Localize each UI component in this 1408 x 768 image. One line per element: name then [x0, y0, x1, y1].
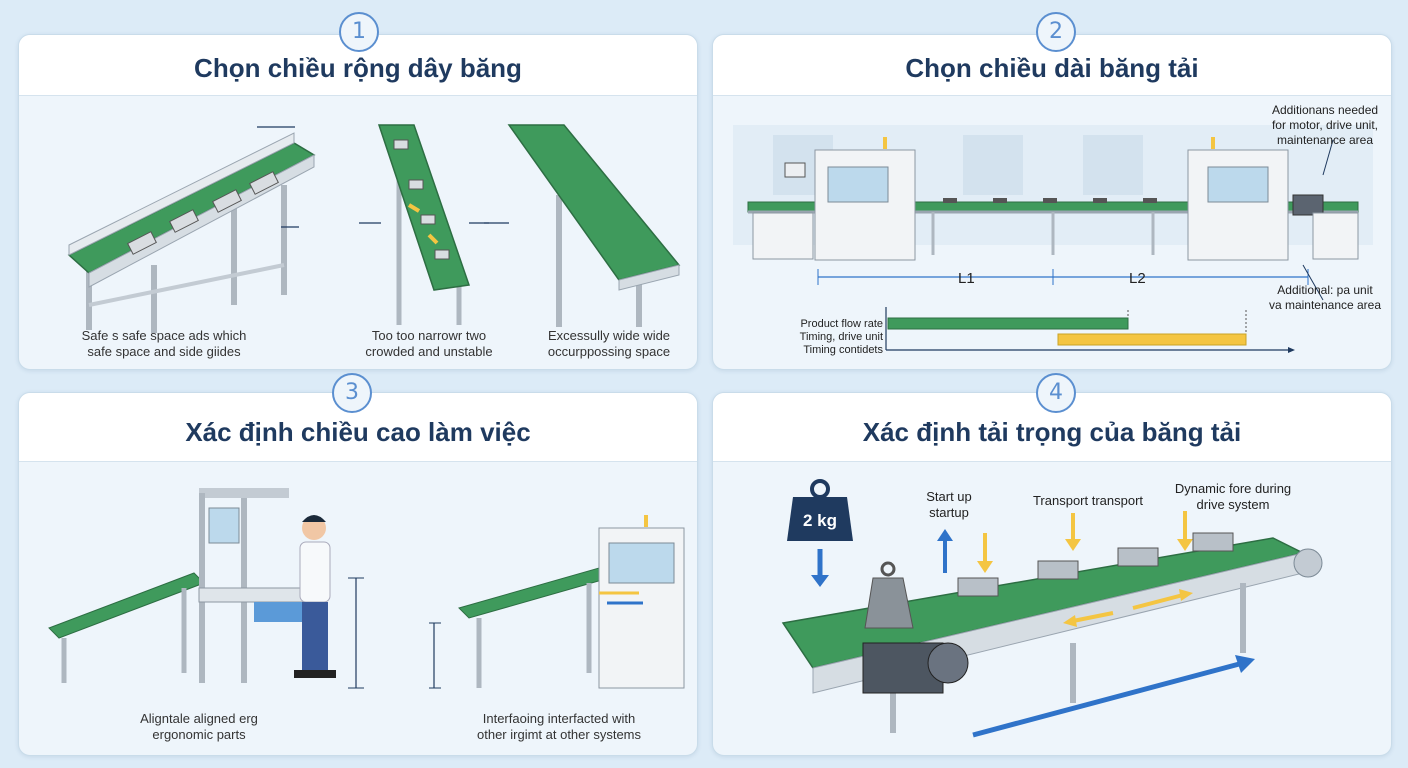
callout-line: Additional: pa unit — [1277, 283, 1373, 297]
label-line: drive system — [1196, 497, 1270, 512]
operator-workstation-illustration — [48, 488, 364, 689]
conveyor-normal-illustration — [67, 126, 316, 333]
callout-top: Additionans needed for motor, drive unit… — [1261, 103, 1389, 148]
caption-line: crowded and unstable — [365, 344, 493, 359]
panel-belt-length: Chọn chiều dài băng tải — [712, 34, 1392, 370]
label-line: Dynamic fore during — [1174, 481, 1292, 496]
caption-line: Safe s safe space ads which — [81, 328, 247, 343]
step-number-badge: 1 — [339, 12, 379, 52]
caption-line: occurppossing space — [547, 344, 671, 359]
weight-icon — [787, 479, 853, 587]
panel-header: Xác định chiều cao làm việc — [19, 393, 697, 462]
label-startup: Start up startup — [909, 489, 989, 521]
caption-too-narrow: Too too narrowr two crowded and unstable — [339, 328, 519, 360]
panel-title: Xác định tải trọng của băng tải — [862, 417, 1242, 447]
timing-label: Product flow rate — [800, 318, 883, 330]
timing-chart — [885, 307, 1295, 353]
machine-interface-illustration — [429, 515, 685, 689]
panel-title: Chọn chiều dài băng tải — [905, 53, 1199, 83]
conveyor-narrow-illustration — [359, 124, 489, 325]
label-transport: Transport transport — [1018, 493, 1158, 509]
caption-interface: Interfaoing interfacted with other irgim… — [439, 711, 679, 743]
step-number-badge: 4 — [1036, 373, 1076, 413]
label-line: startup — [929, 505, 969, 520]
timing-label: Timing, drive unit — [799, 331, 883, 343]
caption-line: other irgimt at other systems — [477, 727, 641, 742]
dimension-l1: L1 — [958, 270, 975, 287]
caption-line: Too too narrowr two — [371, 328, 487, 343]
step-number-badge: 3 — [332, 373, 372, 413]
caption-line: Aligntale aligned erg — [140, 711, 258, 726]
callout-line: va maintenance area — [1268, 298, 1382, 312]
caption-line: Interfaoing interfacted with — [482, 711, 636, 726]
panel-title: Chọn chiều rộng dây băng — [194, 53, 522, 83]
panel-belt-width: Chọn chiều rộng dây băng — [18, 34, 698, 370]
loaded-conveyor-illustration — [781, 511, 1323, 738]
caption-safe-width: Safe s safe space ads which safe space a… — [49, 328, 279, 360]
caption-line: safe space and side giides — [87, 344, 241, 359]
callout-line: Additionans needed — [1271, 103, 1379, 117]
callout-bottom: Additional: pa unit va maintenance area — [1261, 283, 1389, 313]
step-number-badge: 2 — [1036, 12, 1076, 52]
caption-line: Excessully wide wide — [547, 328, 671, 343]
caption-line: ergonomic parts — [152, 727, 246, 742]
panel-header: Xác định tải trọng của băng tải — [713, 393, 1391, 462]
dimension-l2: L2 — [1129, 270, 1146, 287]
callout-line: for motor, drive unit, — [1271, 118, 1379, 132]
panel-title: Xác định chiều cao làm việc — [185, 417, 531, 447]
panel-working-height: Xác định chiều cao làm việc — [18, 392, 698, 756]
label-dynamic-force: Dynamic fore during drive system — [1168, 481, 1298, 513]
panel-belt-load: Xác định tải trọng của băng tải 2 kg Sta… — [712, 392, 1392, 756]
timing-label: Timing contidets — [803, 344, 883, 356]
conveyor-wide-illustration — [484, 124, 681, 327]
callout-line: maintenance area — [1276, 133, 1374, 147]
line-layout-illustration — [733, 125, 1373, 301]
label-line: Start up — [926, 489, 972, 504]
caption-ergonomic: Aligntale aligned erg ergonomic parts — [99, 711, 299, 743]
timing-labels: Product flow rate Timing, drive unit Tim… — [783, 318, 883, 357]
weight-label: 2 kg — [802, 511, 838, 530]
caption-too-wide: Excessully wide wide occurppossing space — [524, 328, 694, 360]
label-line: Transport transport — [1032, 493, 1144, 508]
